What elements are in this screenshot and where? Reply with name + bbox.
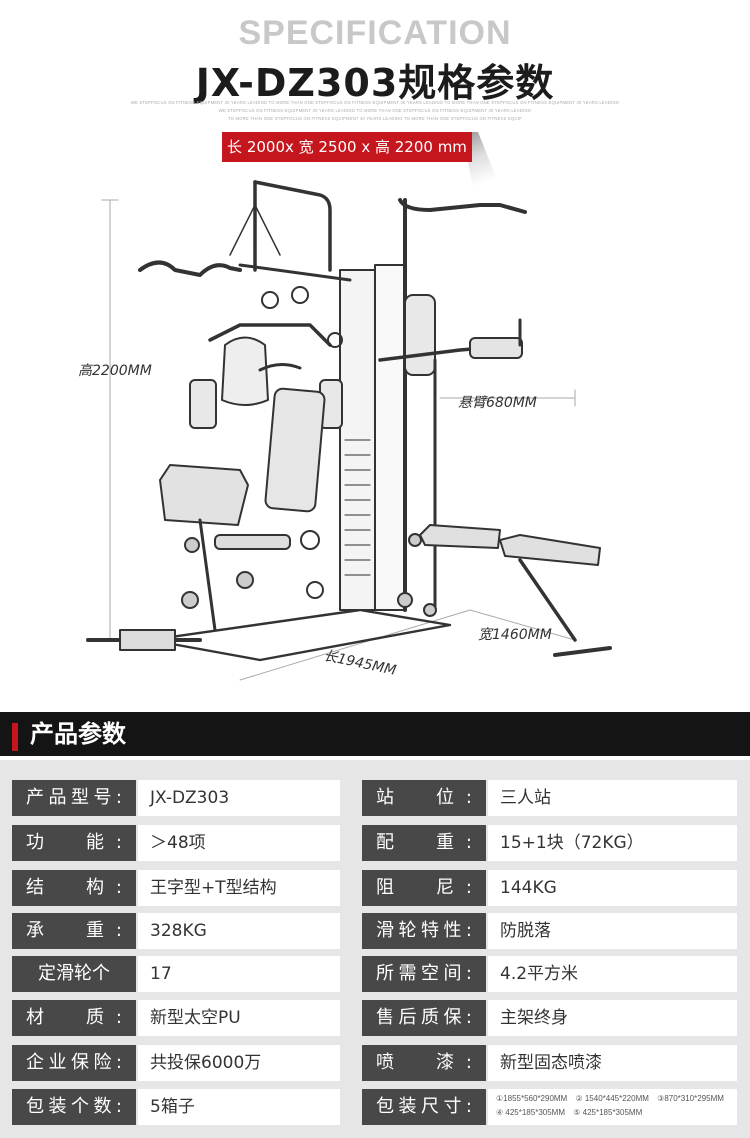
param-label: 功 能: [12,825,136,861]
param-label: 产品型号: [12,780,136,816]
pack-size-item: ④ 425*185*305MM [496,1108,565,1117]
param-label: 包装个数: [12,1089,136,1125]
section-title: 产品参数 [30,720,126,748]
parameters-table: 产品型号: JX-DZ303 站 位: 三人站 功 能: ＞48项 配 重: 1… [0,760,750,1138]
param-label: 材 质: [12,1000,136,1036]
height-dimension-label: 高2200MM [78,363,152,379]
table-row: 企业保险: 共投保6000万 喷 漆: 新型固态喷漆 [0,1045,750,1081]
table-row: 包装个数: 5箱子 包装尺寸: ①1855*560*290MM ② 1540*4… [0,1089,750,1125]
width-dimension-label: 宽1460MM [478,627,552,643]
arm-dimension-label: 悬臂680MM [458,395,537,411]
pack-size-item: ⑤ 425*185*305MM [573,1108,643,1117]
table-row: 产品型号: JX-DZ303 站 位: 三人站 [0,780,750,816]
param-value: JX-DZ303 [138,780,340,816]
param-value: 三人站 [488,780,737,816]
fine-print-line: TO MORE THAN ONE STEPFOCUS ON FITNESS EQ… [228,116,522,121]
pack-sizes-list: ①1855*560*290MM ② 1540*445*220MM ③870*31… [488,1089,737,1125]
section-header-bar [0,712,750,756]
param-value: 王字型+T型结构 [138,870,340,906]
param-label: 定滑轮个数: [12,956,136,1020]
param-value: 新型太空PU [138,1000,340,1036]
param-value: 4.2平方米 [488,956,737,992]
pack-size-item: ③870*310*295MM [657,1094,724,1103]
param-value: 15+1块（72KG） [488,825,737,861]
param-label: 滑轮特性: [362,913,486,949]
param-value: 新型固态喷漆 [488,1045,737,1081]
table-row: 定滑轮个数: 17 所需空间: 4.2平方米 [0,956,750,1020]
param-label: 包装尺寸: [362,1089,486,1125]
fine-print-line: WE STEPFOCUS ON FITNESS EQUIPMENT 40 YEA… [130,100,620,105]
spec-heading: SPECIFICATION [238,14,512,52]
param-label: 企业保险: [12,1045,136,1081]
param-label: 承 重: [12,913,136,949]
param-value: 328KG [138,913,340,949]
section-accent-mark [12,723,18,751]
param-label: 站 位: [362,780,486,816]
fine-print-line: WE STEPFOCUS ON FITNESS EQUIPMENT 40 YEA… [218,108,532,113]
param-value: 5箱子 [138,1089,340,1125]
model-title: JX-DZ303规格参数 [195,61,555,105]
param-label: 阻 尼: [362,870,486,906]
dimensions-ribbon: 长 2000x 宽 2500 x 高 2200 mm [222,132,472,162]
param-label: 结 构: [12,870,136,906]
table-row: 承 重: 328KG 滑轮特性: 防脱落 [0,913,750,949]
table-row: 功 能: ＞48项 配 重: 15+1块（72KG） [0,825,750,861]
param-label: 配 重: [362,825,486,861]
machine-illustration [86,180,612,681]
pack-size-item: ①1855*560*290MM [496,1094,568,1103]
param-label: 所需空间: [362,956,486,992]
table-row: 材 质: 新型太空PU 售后质保: 主架终身 [0,1000,750,1036]
param-label: 喷 漆: [362,1045,486,1081]
param-value: 主架终身 [488,1000,737,1036]
param-value: 17 [138,956,340,992]
param-value: 共投保6000万 [138,1045,340,1081]
param-value: 防脱落 [488,913,737,949]
table-row: 结 构: 王字型+T型结构 阻 尼: 144KG [0,870,750,906]
param-label: 售后质保: [362,1000,486,1036]
param-value: ＞48项 [138,825,340,861]
param-value: 144KG [488,870,737,906]
pack-size-item: ② 1540*445*220MM [575,1094,649,1103]
